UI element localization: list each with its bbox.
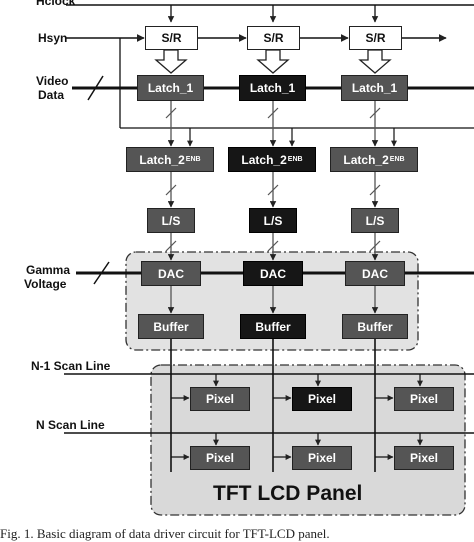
dac-label: DAC — [362, 266, 388, 281]
buffer-label: Buffer — [255, 319, 291, 334]
voltage-label: Voltage — [24, 277, 67, 291]
n1-scan-line-label: N-1 Scan Line — [31, 359, 111, 373]
ls-label: L/S — [263, 213, 283, 228]
pixel-r2-c3: Pixel — [394, 446, 454, 470]
latch2-enb: ENB — [389, 156, 405, 163]
pixel-r2-c2: Pixel — [292, 446, 352, 470]
buffer-label: Buffer — [357, 319, 393, 334]
level-shifter-2: L/S — [249, 208, 297, 233]
sr-label: S/R — [365, 31, 386, 45]
dac-1: DAC — [141, 261, 201, 286]
panel-title: TFT LCD Panel — [213, 482, 363, 505]
shift-register-2: S/R — [247, 26, 300, 50]
latch2-label: Latch_2 — [139, 152, 185, 167]
buffer-1: Buffer — [138, 314, 204, 339]
dac-label: DAC — [158, 266, 184, 281]
pixel-r1-c3: Pixel — [394, 387, 454, 411]
sr-label: S/R — [161, 31, 182, 45]
latch2-label: Latch_2 — [343, 152, 389, 167]
latch2-label: Latch_2 — [241, 152, 287, 167]
pixel-label: Pixel — [205, 451, 235, 465]
latch1-label: Latch_1 — [147, 81, 194, 95]
latch2-enb: ENB — [287, 156, 303, 163]
pixel-label: Pixel — [205, 392, 235, 406]
hclock-label: Hclock — [36, 0, 76, 8]
dac-label: DAC — [260, 266, 286, 281]
buffer-3: Buffer — [342, 314, 408, 339]
latch1-label: Latch_1 — [249, 81, 296, 95]
ls-label: L/S — [365, 213, 385, 228]
pixel-label: Pixel — [307, 451, 337, 465]
level-shifter-3: L/S — [351, 208, 399, 233]
pixel-label: Pixel — [409, 392, 439, 406]
level-shifter-1: L/S — [147, 208, 195, 233]
sr-label: S/R — [263, 31, 284, 45]
pixel-r1-c1: Pixel — [190, 387, 250, 411]
shift-register-1: S/R — [145, 26, 198, 50]
buffer-2: Buffer — [240, 314, 306, 339]
dac-3: DAC — [345, 261, 405, 286]
data-label: Data — [38, 88, 65, 102]
latch1-3: Latch_1 — [341, 75, 408, 101]
latch1-1: Latch_1 — [137, 75, 204, 101]
shift-register-3: S/R — [349, 26, 402, 50]
hsyn-label: Hsyn — [38, 31, 68, 45]
gamma-label: Gamma — [26, 263, 71, 277]
n-scan-line-label: N Scan Line — [36, 418, 105, 432]
figure-caption: Fig. 1. Basic diagram of data driver cir… — [0, 526, 330, 541]
latch1-label: Latch_1 — [351, 81, 398, 95]
latch2-enb: ENB — [185, 156, 201, 163]
latch1-2: Latch_1 — [239, 75, 306, 101]
pixel-label: Pixel — [409, 451, 439, 465]
buffer-label: Buffer — [153, 319, 189, 334]
video-label: Video — [36, 74, 69, 88]
dac-2: DAC — [243, 261, 303, 286]
pixel-label: Pixel — [307, 392, 337, 406]
ls-label: L/S — [161, 213, 181, 228]
pixel-r1-c2: Pixel — [292, 387, 352, 411]
pixel-r2-c1: Pixel — [190, 446, 250, 470]
